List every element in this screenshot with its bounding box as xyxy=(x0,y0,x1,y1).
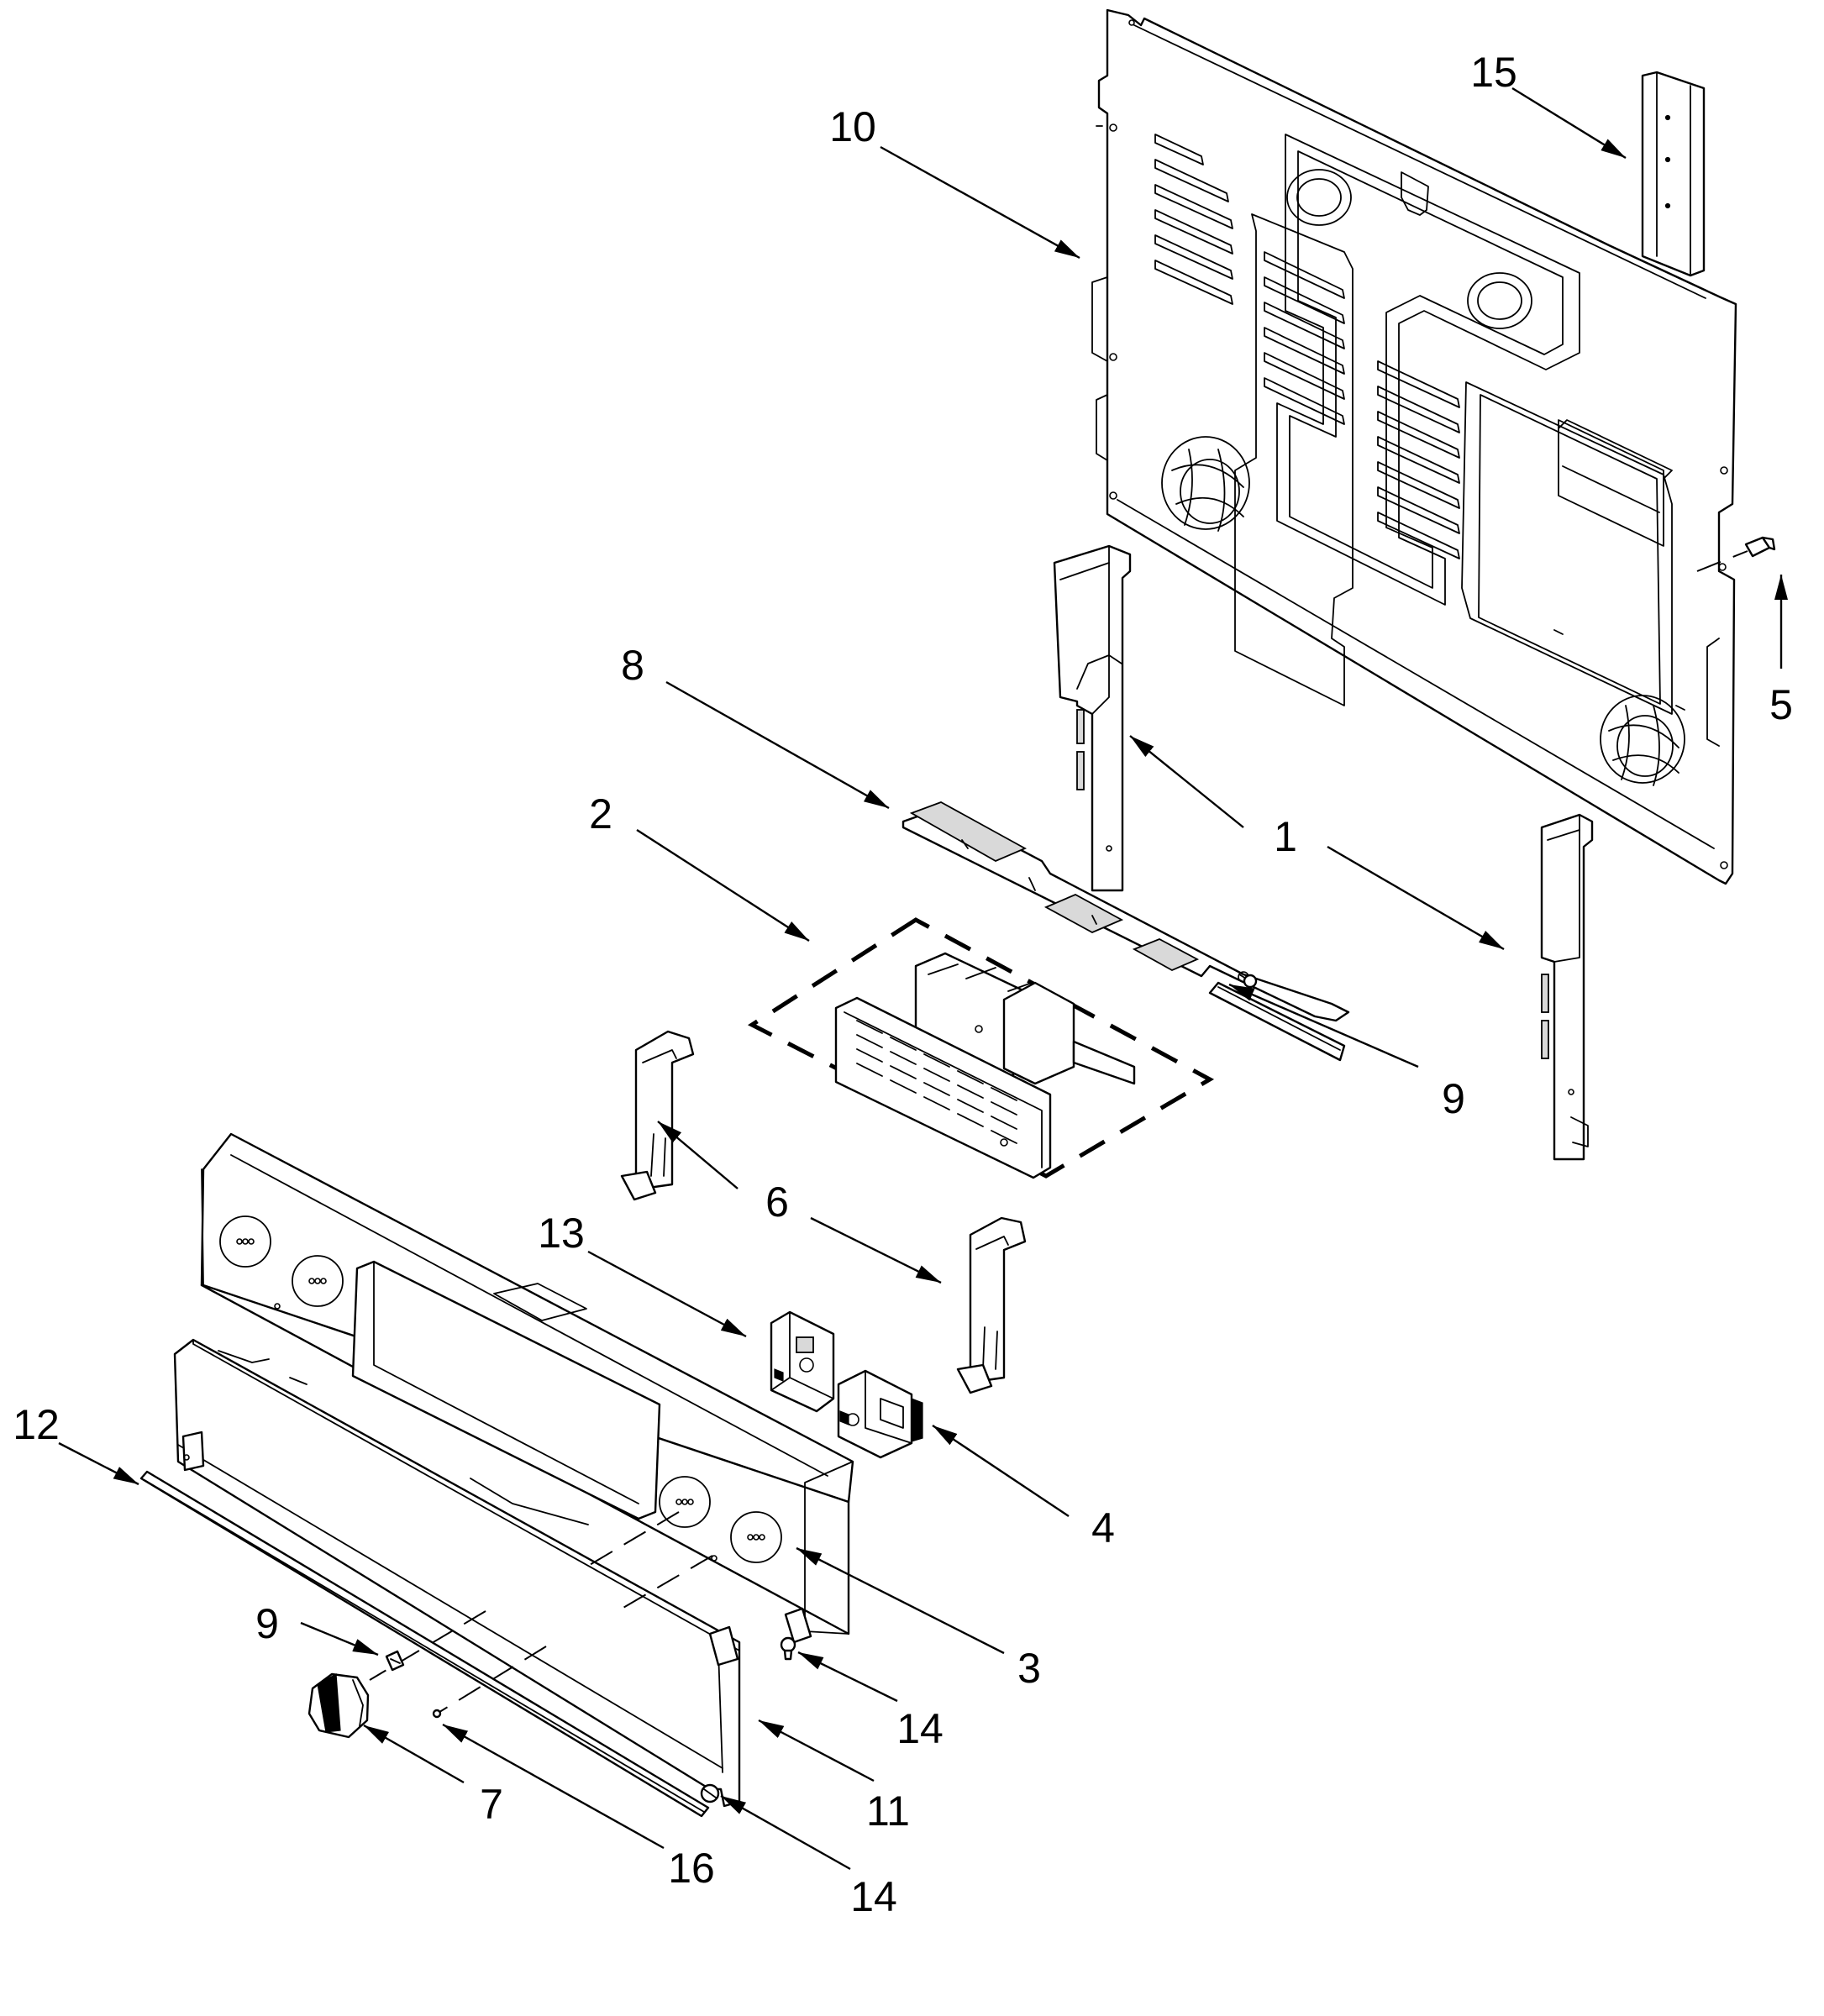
part-2-control-assembly xyxy=(747,917,1215,1179)
alignment-guides xyxy=(369,1511,713,1714)
leader-l4 xyxy=(932,1425,1070,1517)
part-1-bracket-left xyxy=(1053,544,1132,892)
callout-c3: 3 xyxy=(1017,1645,1041,1692)
part-6-bracket-lower xyxy=(956,1216,1027,1394)
callout-c5: 5 xyxy=(1769,681,1793,728)
leader-l16 xyxy=(442,1723,665,1850)
leader-arrows xyxy=(58,87,1788,1871)
leader-l10 xyxy=(880,145,1080,260)
leader-l2 xyxy=(636,828,810,942)
callout-c14a: 14 xyxy=(896,1705,944,1752)
callout-c10: 10 xyxy=(829,103,876,150)
callout-c8: 8 xyxy=(621,642,644,689)
part-11-lower-trim xyxy=(173,1338,741,1808)
callout-c16: 16 xyxy=(668,1845,715,1892)
leader-l8 xyxy=(665,680,890,810)
part-14-screw-lower xyxy=(700,1783,720,1803)
callout-c1: 1 xyxy=(1274,813,1297,860)
leader-l13 xyxy=(587,1250,747,1338)
part-14-screw-upper xyxy=(780,1636,796,1661)
callout-c9b: 9 xyxy=(255,1600,279,1647)
leader-l1a xyxy=(1129,735,1244,828)
leader-l9b xyxy=(300,1621,379,1656)
part-8-trim-strip xyxy=(901,801,1350,1022)
part-4-switch xyxy=(837,1369,923,1459)
part-15-bracket xyxy=(1641,71,1706,277)
part-7-knob xyxy=(308,1672,370,1739)
leader-l15 xyxy=(1511,87,1627,160)
part-16-clip xyxy=(432,1709,442,1719)
callout-c15: 15 xyxy=(1470,49,1517,96)
leader-l14b xyxy=(720,1794,851,1871)
leader-l7 xyxy=(363,1724,465,1784)
callout-c7: 7 xyxy=(480,1781,503,1828)
callout-c12: 12 xyxy=(13,1401,60,1448)
callout-c4: 4 xyxy=(1091,1504,1115,1551)
callout-c6: 6 xyxy=(765,1179,789,1226)
leader-l9a xyxy=(1228,983,1419,1068)
leader-l14a xyxy=(797,1651,898,1703)
callout-c2: 2 xyxy=(589,790,612,837)
leader-l6b xyxy=(810,1216,942,1284)
part-6-bracket-upper xyxy=(620,1030,695,1201)
part-12-trim-strip xyxy=(139,1470,710,1818)
part-13-switch xyxy=(770,1310,835,1413)
part-3-control-panel xyxy=(200,1132,854,1644)
leader-l3 xyxy=(796,1546,1005,1655)
leader-l6a xyxy=(657,1121,739,1189)
part-9-clip-lower xyxy=(385,1650,405,1672)
leader-l11 xyxy=(758,1719,875,1782)
leader-l12 xyxy=(58,1441,139,1486)
part-5-screw xyxy=(1696,536,1776,572)
callout-c13: 13 xyxy=(538,1210,585,1257)
callout-c9a: 9 xyxy=(1442,1075,1465,1122)
rear-panel-part-10 xyxy=(1091,8,1737,885)
callout-c14b: 14 xyxy=(850,1873,897,1920)
callout-c11: 11 xyxy=(866,1788,910,1835)
part-1-bracket-right xyxy=(1540,813,1594,1161)
leader-l1b xyxy=(1327,845,1505,951)
